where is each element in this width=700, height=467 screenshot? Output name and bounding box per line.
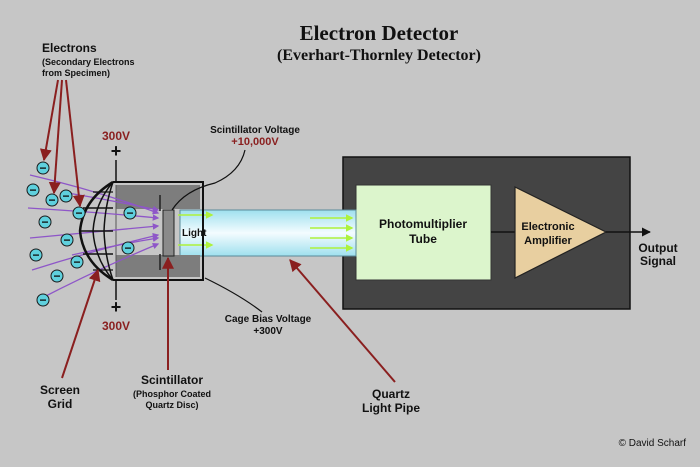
electronic-amplifier	[514, 186, 608, 279]
electrons-sublabel-2: from Specimen)	[42, 68, 110, 78]
screen-grid	[78, 180, 114, 282]
scintillator-disc	[162, 209, 175, 257]
electron: −	[70, 255, 84, 269]
faraday-cage	[113, 181, 204, 281]
photomultiplier-tube	[355, 184, 492, 281]
svg-text:−: −	[41, 215, 48, 229]
svg-text:−: −	[62, 189, 69, 203]
copyright: © David Scharf	[619, 438, 687, 449]
pmt-label-line1: Photomultiplier	[379, 217, 467, 231]
electron: −	[72, 206, 86, 220]
screen-grid-label-2: Grid	[48, 397, 73, 411]
voltage-bottom-label: 300V	[102, 319, 130, 333]
electrons-pointer-arrows	[39, 79, 85, 208]
scintillator-voltage-label: Scintillator Voltage	[210, 125, 300, 136]
screen-grid-pointer	[61, 268, 101, 379]
svg-text:−: −	[75, 206, 82, 220]
diagram-title: Electron Detector	[300, 21, 459, 45]
svg-text:−: −	[53, 269, 60, 283]
output-label-line1: Output	[638, 241, 677, 255]
electron: −	[45, 193, 59, 207]
quartz-pipe-pointer	[289, 259, 396, 383]
electron: −	[121, 241, 135, 255]
amp-label-line1: Electronic	[521, 221, 574, 233]
cage-bias-wire	[204, 277, 263, 313]
light-arrows	[178, 211, 354, 252]
svg-text:−: −	[39, 161, 46, 175]
cage-bias-label: Cage Bias Voltage	[225, 314, 312, 325]
svg-text:−: −	[63, 233, 70, 247]
electron: −	[36, 293, 50, 307]
electron: −	[60, 233, 74, 247]
scintillator-sublabel-1: (Phosphor Coated	[133, 389, 211, 399]
screen-grid-label-1: Screen	[40, 383, 80, 397]
svg-text:−: −	[126, 206, 133, 220]
quartz-label-1: Quartz	[372, 387, 410, 401]
electron: −	[123, 206, 137, 220]
svg-text:−: −	[124, 241, 131, 255]
voltage-bottom-plus: +	[111, 297, 122, 317]
amp-label-line2: Amplifier	[524, 235, 572, 247]
electron: −	[38, 215, 52, 229]
pmt-label-line2: Tube	[409, 232, 437, 246]
electrons: − − − − − − − − − − − − −	[26, 161, 137, 307]
svg-text:−: −	[73, 255, 80, 269]
electron: −	[50, 269, 64, 283]
electron: −	[26, 183, 40, 197]
scintillator-sublabel-2: Quartz Disc)	[145, 400, 198, 410]
electron: −	[59, 189, 73, 203]
svg-text:−: −	[29, 183, 36, 197]
electrons-label: Electrons	[42, 41, 97, 55]
voltage-top-label: 300V	[102, 129, 130, 143]
cage-bias-value: +300V	[253, 326, 283, 337]
svg-text:−: −	[39, 293, 46, 307]
voltage-top-plus: +	[111, 141, 122, 161]
scintillator-voltage-wire	[171, 149, 246, 211]
quartz-label-2: Light Pipe	[362, 401, 420, 415]
diagram-subtitle: (Everhart-Thornley Detector)	[277, 47, 481, 64]
scintillator-voltage-value: +10,000V	[231, 136, 279, 148]
electron: −	[29, 248, 43, 262]
svg-text:−: −	[48, 193, 55, 207]
light-label: Light	[182, 228, 207, 239]
electron: −	[36, 161, 50, 175]
scintillator-label: Scintillator	[141, 373, 203, 387]
electrons-sublabel-1: (Secondary Electrons	[42, 57, 135, 67]
svg-text:−: −	[32, 248, 39, 262]
output-label-line2: Signal	[640, 254, 676, 268]
